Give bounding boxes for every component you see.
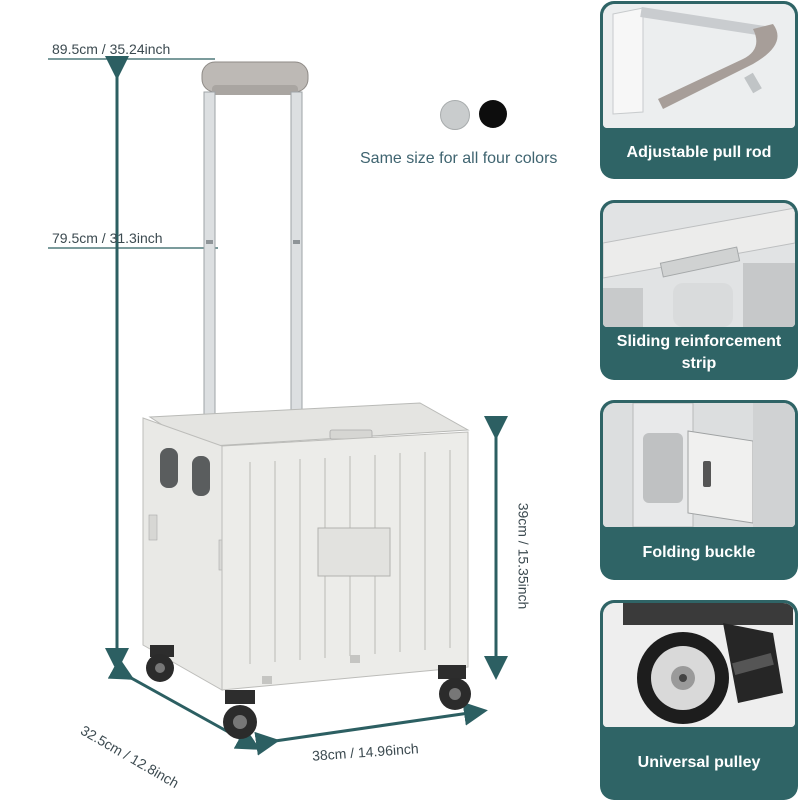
feature-card-reinforcement-strip: Sliding reinforcement strip bbox=[600, 200, 798, 380]
wheel-back-left bbox=[146, 645, 174, 682]
feature-label-pull-rod: Adjustable pull rod bbox=[626, 144, 772, 161]
feature-label-folding-buckle: Folding buckle bbox=[642, 544, 756, 561]
wheel-front-left bbox=[223, 690, 257, 739]
label-plate bbox=[317, 527, 391, 577]
feature-card-universal-pulley: Universal pulley bbox=[600, 600, 798, 800]
telescopic-rod-right bbox=[290, 91, 303, 417]
feature-card-folding-buckle: Folding buckle bbox=[600, 400, 798, 580]
pull-rod-photo-icon bbox=[603, 4, 795, 128]
total-height-label: 89.5cm / 35.24inch bbox=[52, 41, 171, 57]
feature-label-universal-pulley: Universal pulley bbox=[637, 754, 761, 771]
handle-height-label: 79.5cm / 31.3inch bbox=[52, 230, 163, 246]
wheel-photo-icon bbox=[603, 603, 795, 727]
reinforcement-strip-photo-icon bbox=[603, 203, 795, 327]
color-swatch-black[interactable] bbox=[479, 100, 507, 128]
colors-note: Same size for all four colors bbox=[360, 150, 558, 167]
feature-card-pull-rod: Adjustable pull rod bbox=[600, 1, 798, 179]
telescopic-rod-left bbox=[203, 91, 216, 417]
wheel-front-right bbox=[438, 665, 471, 710]
feature-label-reinforcement-strip: Sliding reinforcement strip bbox=[616, 333, 782, 372]
color-swatch-gray[interactable] bbox=[440, 100, 470, 130]
folding-buckle-photo-icon bbox=[603, 403, 795, 527]
width-arrow bbox=[254, 701, 488, 756]
